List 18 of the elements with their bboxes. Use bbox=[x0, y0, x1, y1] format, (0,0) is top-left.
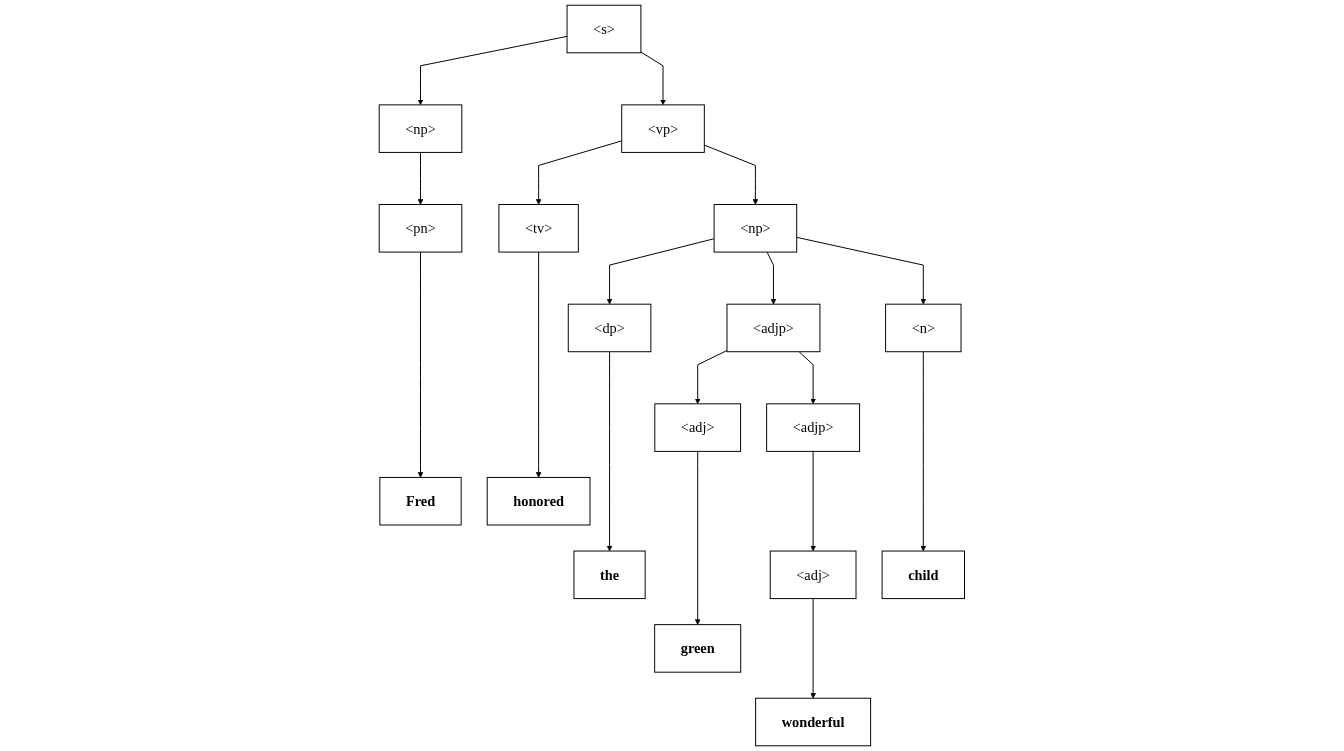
node-box: <dp> bbox=[567, 303, 652, 353]
node-box: honored bbox=[486, 476, 591, 526]
node-box: the bbox=[573, 550, 646, 600]
node-box: Fred bbox=[379, 476, 462, 526]
node-box: <adj> bbox=[769, 550, 857, 600]
node-box: <np> bbox=[378, 104, 463, 153]
node-box: <s> bbox=[566, 4, 642, 54]
node-box: <adjp> bbox=[726, 303, 821, 353]
node-box: green bbox=[654, 624, 742, 673]
node-box: <np> bbox=[713, 204, 798, 253]
node-box: <n> bbox=[885, 303, 962, 353]
node-box: <tv> bbox=[498, 204, 579, 253]
node-box: wonderful bbox=[755, 697, 872, 747]
node-box: <pn> bbox=[378, 204, 463, 253]
node-box: <adj> bbox=[654, 403, 742, 452]
node-box: <vp> bbox=[621, 104, 705, 153]
node-box: child bbox=[881, 550, 966, 600]
node-box: <adjp> bbox=[766, 403, 861, 452]
